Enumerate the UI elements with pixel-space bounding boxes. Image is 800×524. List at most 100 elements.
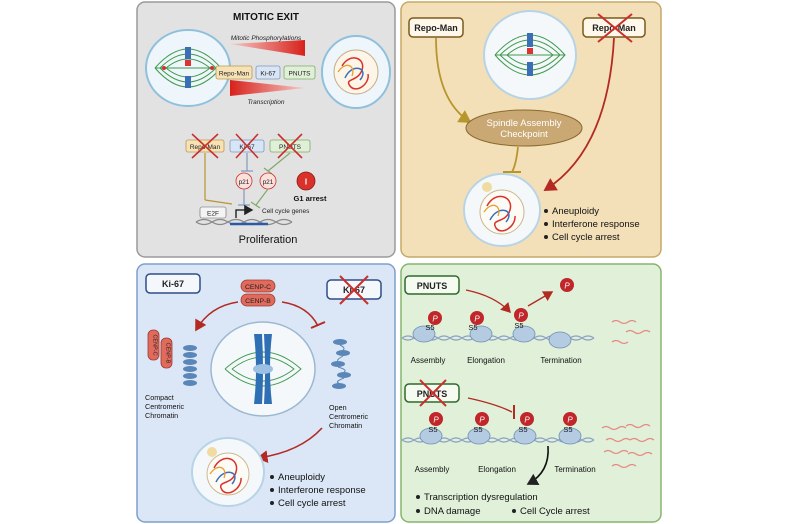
phospho-p-icon — [514, 308, 528, 322]
p21-a: p21 — [239, 179, 250, 186]
pnuts-outcome-1: Transcription dysregulation — [424, 492, 538, 503]
p-bottom-3: P — [524, 416, 530, 425]
protein-ki67: Ki-67 — [260, 71, 276, 78]
polymerase-icons-top — [412, 325, 572, 349]
repo-man-loss-arrow — [543, 37, 615, 191]
p21-b: p21 — [263, 179, 274, 186]
ki67-outcome-2: Interferone response — [278, 485, 366, 496]
pnuts-cross-2 — [419, 379, 447, 407]
phospho-p-icon — [563, 412, 577, 426]
sac-inhibition-line — [511, 146, 519, 173]
p-top-2: P — [474, 315, 480, 324]
p-top-1: P — [432, 315, 438, 324]
crossed-repo-man: Repo-Man — [190, 144, 221, 151]
bullet — [512, 509, 516, 513]
dna-helix-icon — [195, 218, 293, 226]
pnuts-outcome-2: DNA damage — [424, 506, 481, 517]
phospho-p-icon — [560, 278, 574, 292]
interphase-cell-icon — [321, 35, 391, 109]
stage-top-elongation: Elongation — [467, 356, 505, 365]
repo-man-to-sac-arrow — [435, 37, 472, 123]
bullet — [270, 475, 274, 479]
ki67-outcome-3: Cell cycle arrest — [278, 498, 346, 509]
bullet — [270, 488, 274, 492]
s5-bottom-2: S5 — [473, 425, 482, 434]
polymerase-icons-bottom — [419, 427, 582, 445]
phospho-p-icon — [429, 412, 443, 426]
pnuts-label-top: PNUTS — [417, 281, 448, 291]
rna-transcripts-bottom — [601, 423, 655, 469]
pnuts-to-p-arrow — [465, 289, 511, 314]
p-top-3: P — [518, 312, 524, 321]
compact-label-1: Compact — [145, 393, 174, 402]
s5-top-2: S5 — [468, 323, 477, 332]
p-bottom-1: P — [433, 416, 439, 425]
cell-cycle-genes-label: Cell cycle genes — [262, 208, 310, 215]
transcription-label: Transcription — [247, 99, 284, 106]
protein-box-pnuts — [283, 65, 316, 80]
protein-box-ki67 — [255, 65, 281, 80]
pnuts-box-top — [404, 275, 460, 295]
protein-box-repo-man — [215, 65, 253, 80]
open-chromatin-icon — [331, 339, 351, 389]
repo-man-box-left — [408, 17, 464, 38]
phospho-p-icon — [428, 311, 442, 325]
compact-label-2: Centromeric — [145, 402, 185, 411]
stage-top-assembly: Assembly — [411, 356, 446, 365]
sac-line1: Spindle Assembly — [487, 118, 562, 129]
cenp-to-open-inhibit — [281, 301, 319, 327]
p-bottom-4: P — [567, 416, 573, 425]
s5-top-1: S5 — [425, 323, 434, 332]
repo-outcome-3: Cell cycle arrest — [552, 232, 620, 243]
pnuts-loss-inhibit — [467, 397, 513, 413]
phospho-p-icon — [475, 412, 489, 426]
protein-pnuts: PNUTS — [288, 71, 311, 78]
repo-outcome-1: Aneuploidy — [552, 206, 599, 217]
s5-bottom-1: S5 — [428, 425, 437, 434]
crossed-ki67: Ki-67 — [239, 144, 255, 151]
mitotic-exit-title: MITOTIC EXIT — [233, 12, 299, 23]
rna-transcripts-top — [611, 319, 651, 345]
phosphorylation-wedge — [230, 40, 305, 56]
s5-bottom-3: S5 — [518, 425, 527, 434]
e2f-label: E2F — [207, 211, 219, 218]
panel-repo-man: Repo-Man Repo-Man Spindle Assembly Check… — [400, 1, 662, 258]
bullet — [270, 501, 274, 505]
stage-bottom-termination: Termination — [554, 465, 595, 474]
panel-pnuts: PNUTS P P P P S5 S5 S5 Assembly Elongati… — [400, 263, 662, 523]
open-label-2: Centromeric — [329, 412, 369, 421]
stage-bottom-assembly: Assembly — [415, 465, 450, 474]
sac-ellipse — [465, 109, 583, 147]
bullet — [544, 235, 548, 239]
bullet — [544, 222, 548, 226]
bullet — [416, 495, 420, 499]
protein-repo-man: Repo-Man — [219, 71, 250, 78]
mitotic-phosphorylations-label: Mitotic Phosphorylations — [231, 35, 302, 42]
repo-man-cross-2 — [597, 13, 633, 43]
ki67-outcome-1: Aneuploidy — [278, 472, 325, 483]
open-label-3: Chromatin — [329, 421, 362, 430]
g1-arrest-icon — [296, 171, 316, 191]
ki67-cross-2 — [339, 275, 369, 305]
pnuts-outcome-3: Cell Cycle arrest — [520, 506, 590, 517]
cenp-b-label: CENP-B — [245, 298, 271, 305]
proliferation-label: Proliferation — [239, 234, 298, 246]
repo-man-label-left: Repo-Man — [414, 23, 458, 33]
crossed-proteins: Repo-Man Ki-67 PNUTS — [185, 133, 311, 159]
stage-top-termination: Termination — [540, 356, 581, 365]
chromosome-cell-icon — [210, 321, 316, 417]
repo-outcome-2: Interferone response — [552, 219, 640, 230]
aneuploid-cell-icon — [463, 173, 541, 247]
crossed-pnuts: PNUTS — [279, 144, 302, 151]
ki67-box-left — [145, 273, 201, 294]
compact-chromatin-icon: CENP-C CENP-B — [147, 329, 197, 386]
cenp-c-pill — [240, 279, 276, 293]
panel-mitotic-exit: MITOTIC EXIT Mitotic Phosphorylations Tr… — [136, 1, 396, 258]
stage-bottom-elongation: Elongation — [478, 465, 516, 474]
transcription-wedge — [230, 80, 305, 96]
s5-top-3: S5 — [514, 321, 523, 330]
panel-ki67: Ki-67 Ki-67 CENP-C CENP-B CENP-C CENP-B … — [136, 263, 396, 523]
compact-cenp-c: CENP-C — [152, 334, 158, 355]
p-top-4: P — [564, 282, 570, 291]
